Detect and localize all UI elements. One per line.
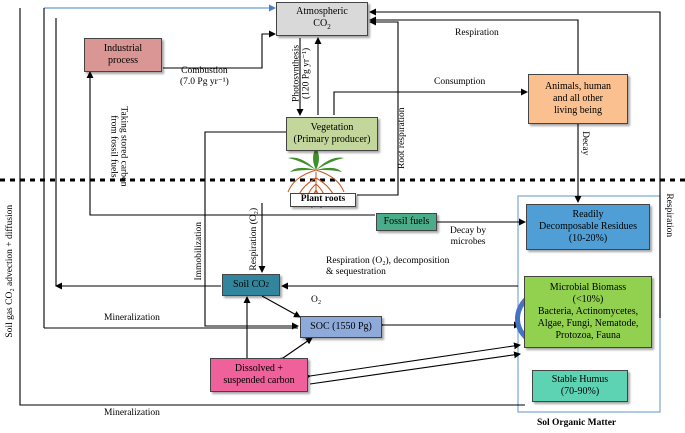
respiration-arrow-animals-to-atmosphere [369,16,579,75]
consumption-arrow [333,88,528,115]
label-immobilization: Immobilization [193,221,204,281]
label-decay: Decay [580,131,591,156]
industrial-process-box: Industrial process [84,38,162,72]
label-respiration-decomposition: Respiration (O₂), decomposition & seques… [326,256,450,278]
animals-box: Animals, human and all other living bein… [528,74,628,124]
soil-co2-to-soc-arrow [261,295,301,318]
label-respiration-right: Respiration [664,193,675,238]
plant-roots-box: Plant roots [290,193,356,207]
fossil-fuels-box: Fossil fuels [376,213,437,231]
label-decay-by-microbes: Decay by microbes [450,226,487,248]
atmospheric-co2-formula: CO2 [313,18,331,32]
dissolved-microbial-arrow [303,342,521,381]
label-o2: O₂ [311,295,322,305]
label-consumption: Consumption [434,77,486,87]
label-root-respiration: Root respiration [396,107,407,169]
label-mineralization-1: Mineralization [104,313,160,323]
dissolved-carbon-box: Dissolved + suspended carbon [210,358,308,392]
soc-box: SOC (1550 Pg) [300,316,382,338]
fossil-fuel-extraction-arrow [86,71,375,216]
atmospheric-co2-box: Atmospheric CO2 [276,2,368,36]
label-sol-organic-matter: Sol Organic Matter [537,418,617,428]
root-respiration-arrow [357,18,399,196]
label-mineralization-2: Mineralization [104,408,160,418]
combustion-arrow [163,30,276,69]
label-soil-gas: Soil gas CO₂ advection + diffusion [4,204,15,338]
microbial-biomass-box: Microbial Biomass (<10%) Bacteria, Actin… [524,276,652,348]
dissolved-microbial-arrow-2 [309,351,521,385]
dissolved-soc-arrow [276,337,313,365]
label-photosynthesis: Photosynthesis (120 Pg yr⁻¹) [291,44,312,102]
mineralization-arrow-2 [19,8,525,406]
label-respiration-o2: Respiration (O₂) [248,207,259,271]
vegetation-box: Vegetation (Primary producer) [286,117,378,151]
readily-decomposable-box: Readily Decomposable Residues (10-20%) [526,204,650,250]
plant-leaves-illustration [288,148,344,172]
immobilization-arrow [204,131,299,330]
stable-humus-box: Stable Humus (70-90%) [532,370,628,402]
label-combustion: Combustion (7.0 Pg yr⁻¹) [180,66,229,88]
atmospheric-co2-title: Atmospheric [296,6,348,18]
respiration-arrow-right-to-atmosphere [369,8,661,318]
label-taking-stored-carbon: Taking stored carbon from fossil fuels [108,106,129,187]
label-respiration-top: Respiration [455,28,499,38]
